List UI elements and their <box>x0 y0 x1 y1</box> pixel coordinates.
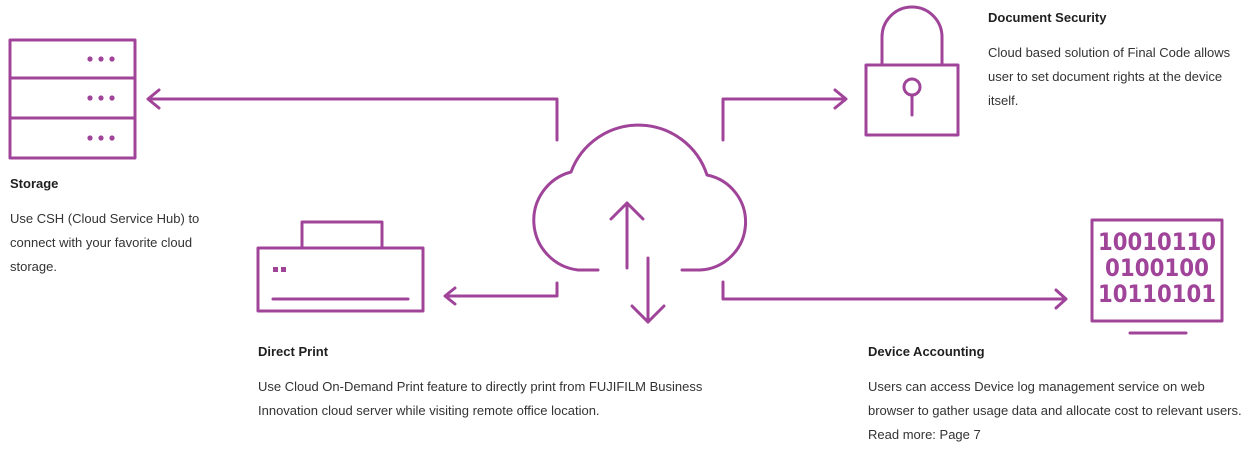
binary-line-1: 10010110 <box>1098 228 1216 256</box>
device-accounting-block: Device Accounting Users can access Devic… <box>868 343 1253 447</box>
device-accounting-title: Device Accounting <box>868 344 985 359</box>
direct-print-block: Direct Print Use Cloud On-Demand Print f… <box>258 343 718 423</box>
arrow-to-storage <box>146 88 559 142</box>
arrow-to-security <box>721 88 848 142</box>
document-security-title: Document Security <box>988 10 1107 25</box>
binary-line-3: 10110101 <box>1098 280 1216 308</box>
binary-monitor-icon <box>1090 218 1224 335</box>
storage-description: Use CSH (Cloud Service Hub) to connect w… <box>10 211 200 274</box>
padlock-icon <box>864 5 960 137</box>
document-security-description: Cloud based solution of Final Code allow… <box>988 45 1231 108</box>
arrow-to-print <box>443 281 559 306</box>
storage-title: Storage <box>10 176 59 191</box>
direct-print-title: Direct Print <box>258 344 329 359</box>
server-stack-icon <box>8 38 137 160</box>
binary-line-2: 0100100 <box>1105 254 1209 282</box>
cloud-upload-download-icon <box>532 123 748 324</box>
device-accounting-description: Users can access Device log management s… <box>868 379 1242 442</box>
binary-digits: 10010110 0100100 10110101 <box>1098 228 1216 308</box>
storage-block: Storage Use CSH (Cloud Service Hub) to c… <box>10 175 240 279</box>
document-security-block: Document Security Cloud based solution o… <box>988 9 1253 113</box>
arrow-to-accounting <box>721 280 1068 310</box>
direct-print-description: Use Cloud On-Demand Print feature to dir… <box>258 379 703 418</box>
printer-icon <box>256 220 425 313</box>
